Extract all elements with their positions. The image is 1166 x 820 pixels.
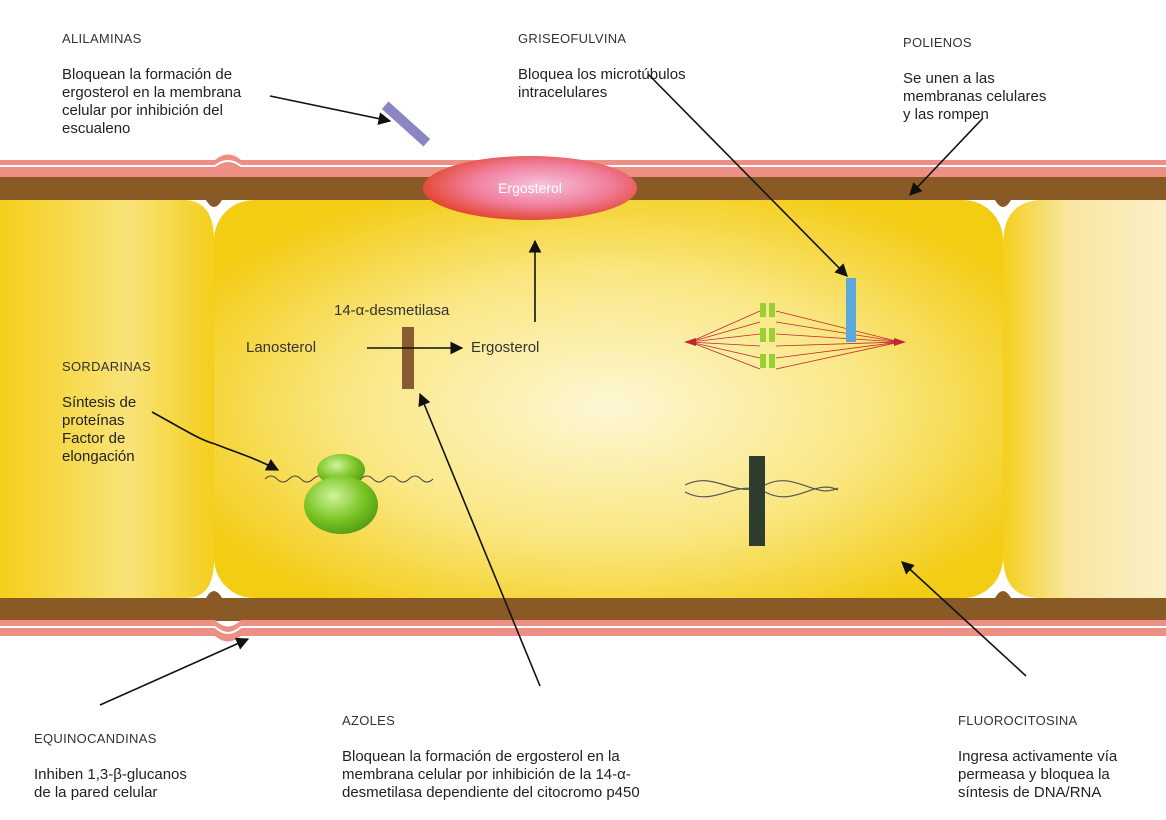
label-azoles-text: Bloquean la formación de ergosterol en l… (342, 748, 640, 802)
cell-wall-bottom (0, 598, 1166, 642)
label-fluorocitosina-title: FLUOROCITOSINA (958, 712, 1117, 730)
label-fluorocitosina-text: Ingresa activamente vía permeasa y bloqu… (958, 748, 1117, 802)
label-sordarinas-title: SORDARINAS (62, 358, 151, 376)
fluorocitosina-block (749, 456, 765, 546)
label-griseofulvina-text: Bloquea los microtúbulos intracelulares (518, 66, 686, 102)
label-polienos: POLIENOS Se unen a las membranas celular… (903, 16, 1046, 142)
arrow-alilaminas (270, 96, 390, 121)
arrow-equinocandinas (100, 639, 248, 705)
label-alilaminas-title: ALILAMINAS (62, 30, 241, 48)
alilaminas-block (382, 102, 430, 147)
label-sordarinas: SORDARINAS Síntesis de proteínas Factor … (62, 340, 151, 484)
central-cell-cytoplasm (214, 200, 1003, 598)
product-label: Ergosterol (471, 339, 539, 356)
label-equinocandinas: EQUINOCANDINAS Inhiben 1,3-β-glucanos de… (34, 712, 187, 820)
membrane-ergosterol-label: Ergosterol (498, 180, 562, 196)
label-polienos-title: POLIENOS (903, 34, 1046, 52)
label-azoles: AZOLES Bloquean la formación de ergoster… (342, 694, 640, 820)
label-equinocandinas-title: EQUINOCANDINAS (34, 730, 187, 748)
label-griseofulvina-title: GRISEOFULVINA (518, 30, 686, 48)
enzyme-label: 14-α-desmetilasa (334, 302, 449, 319)
label-polienos-text: Se unen a las membranas celulares y las … (903, 70, 1046, 124)
label-griseofulvina: GRISEOFULVINA Bloquea los microtúbulos i… (518, 12, 686, 120)
azoles-block (402, 327, 414, 389)
right-neighbor-cell (1003, 200, 1166, 598)
label-fluorocitosina: FLUOROCITOSINA Ingresa activamente vía p… (958, 694, 1117, 820)
label-alilaminas-text: Bloquean la formación de ergosterol en l… (62, 66, 241, 138)
label-alilaminas: ALILAMINAS Bloquean la formación de ergo… (62, 12, 241, 156)
label-equinocandinas-text: Inhiben 1,3-β-glucanos de la pared celul… (34, 766, 187, 802)
ribosome-large-subunit (304, 476, 378, 534)
label-azoles-title: AZOLES (342, 712, 640, 730)
griseofulvina-block (846, 278, 856, 342)
substrate-label: Lanosterol (246, 339, 316, 356)
label-sordarinas-text: Síntesis de proteínas Factor de elongaci… (62, 394, 151, 466)
